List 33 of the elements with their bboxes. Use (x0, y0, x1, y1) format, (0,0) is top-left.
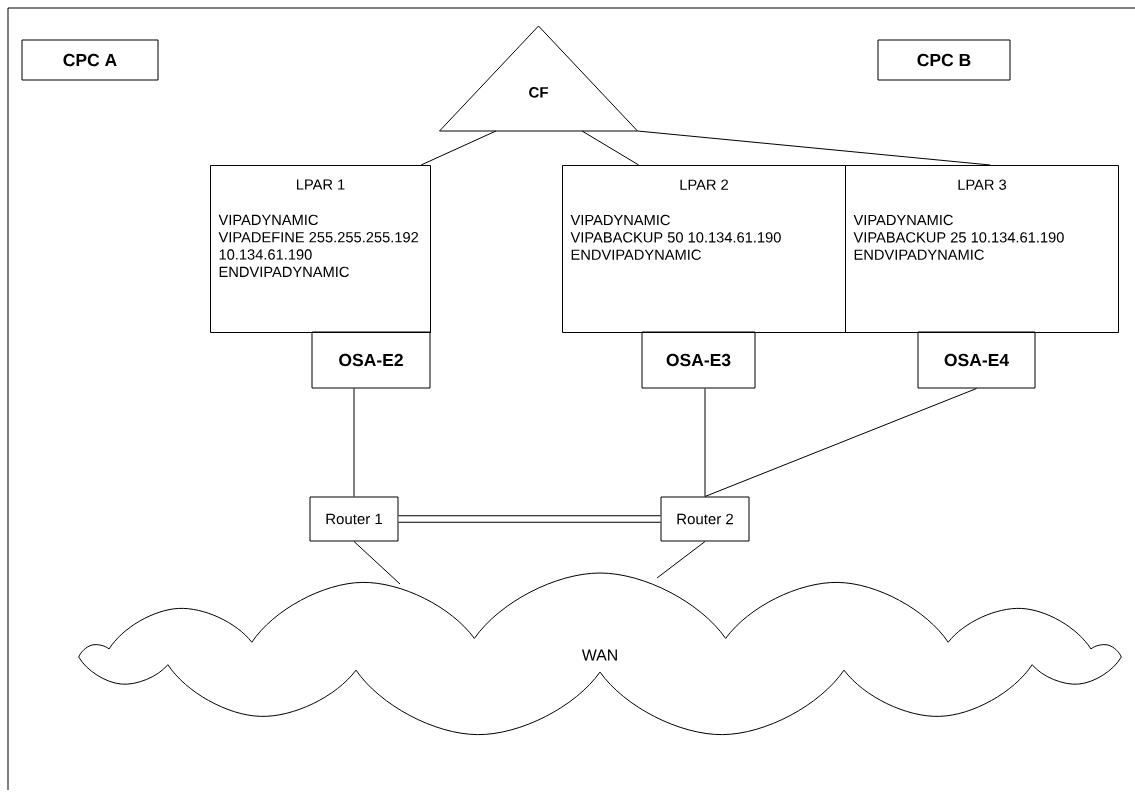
config-statement: ENDVIPADYNAMIC (854, 249, 984, 260)
connector-line (637, 130, 991, 166)
connector-line (704, 388, 977, 497)
connector-line (581, 130, 640, 166)
connector-line (353, 541, 401, 585)
lpar-box (210, 165, 431, 333)
connector-line (420, 130, 497, 166)
label-box: OSA-E4 (917, 331, 1036, 389)
lpar-box (562, 165, 846, 333)
label-box: CPC A (21, 39, 159, 81)
router-box: Router 1 (309, 496, 399, 542)
config-statement: VIPADYNAMIC (570, 214, 670, 226)
cf-triangle: CF (439, 25, 638, 132)
label-box: OSA-E3 (641, 331, 756, 389)
config-statement: VIPADEFINE 255.255.255.192 10.134.61.190 (218, 232, 419, 260)
lpar-box (845, 165, 1119, 333)
config-statement: ENDVIPADYNAMIC (571, 249, 701, 260)
network-cloud: WAN (78, 572, 1122, 736)
config-statement: VIPADYNAMIC (853, 214, 953, 226)
connector-line (656, 541, 706, 579)
partition-title: LPAR 3 (958, 179, 1007, 190)
connector-line (704, 388, 706, 497)
config-statement: VIPABACKUP 50 10.134.61.190 (570, 232, 781, 243)
label-box: OSA-E2 (311, 331, 431, 389)
partition-title: LPAR 1 (297, 179, 345, 190)
config-statement: ENDVIPADYNAMIC (219, 266, 349, 278)
partition-title: LPAR 2 (680, 179, 728, 190)
config-statement: VIPABACKUP 25 10.134.61.190 (853, 232, 1064, 243)
double-line (398, 515, 661, 523)
config-statement: VIPADYNAMIC (218, 214, 318, 226)
connector-line (353, 388, 355, 497)
label-box: CPC B (877, 39, 1011, 81)
router-box: Router 2 (660, 496, 750, 542)
